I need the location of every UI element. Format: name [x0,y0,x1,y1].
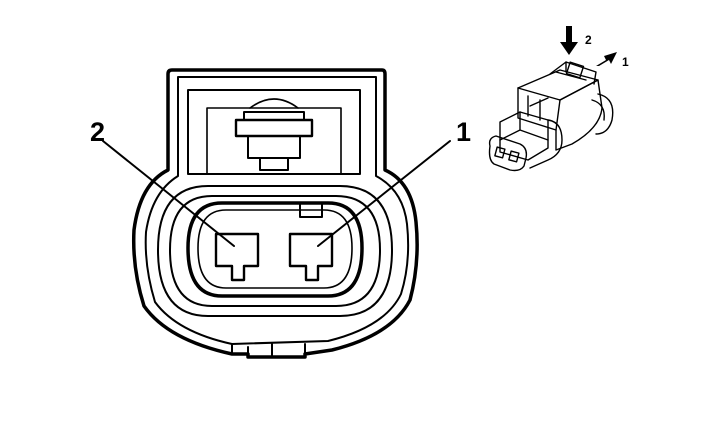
inset-face [488,135,528,172]
inset-nose-edge [499,111,549,141]
pin-cavity-inner [197,209,353,289]
pin-cavity [186,201,364,298]
inset-detail-lines [527,95,549,121]
inset-latch-button [565,61,585,79]
inset-housing-top [517,69,599,101]
leader-line-pin-1 [317,140,451,247]
seal-ring-middle [169,195,381,307]
leader-line-pin-2 [102,140,235,247]
latch-inner-frame [206,107,342,175]
arrow-label-2: 2 [585,33,592,47]
latch-frame [187,89,361,175]
inset-terminal-1 [494,146,506,159]
keying-notch [299,202,323,218]
inset-housing-front [517,87,561,131]
inset-terminal-2 [508,150,520,163]
housing-inner-outline [144,76,410,345]
connector-inset-view [488,26,617,172]
connector-face-view [102,68,451,359]
inset-latch [549,61,597,85]
latch-tab-top [243,111,305,121]
terminal-1 [288,232,334,282]
inset-seal [595,93,614,135]
inset-seal-inner [591,99,605,121]
housing-outline [131,68,419,359]
arrow-label-1: 1 [622,55,629,69]
latch-body [247,135,301,171]
latch-tab [234,118,314,138]
terminal-2 [214,232,260,282]
pin-label-1: 1 [456,117,471,147]
bottom-notch [231,343,306,358]
pin-label-2: 2 [90,117,105,147]
inset-nose-side [529,119,563,169]
arrow-down-icon [560,26,578,55]
arrow-up-right-icon [596,52,617,66]
latch-arc [249,98,299,109]
seal-ring-outer [157,185,393,317]
inset-housing-side [555,79,603,151]
